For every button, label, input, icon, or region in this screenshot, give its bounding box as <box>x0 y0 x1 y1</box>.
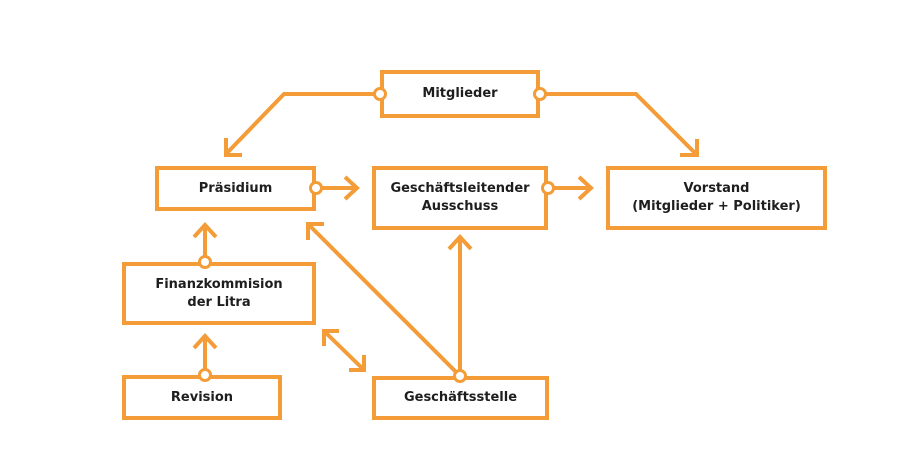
node-gla-label: Geschäftsleitender Ausschuss <box>390 181 530 214</box>
node-finanzkommision: Finanzkommision der Litra <box>122 262 316 325</box>
port-geschaeftsstelle-top <box>453 369 467 383</box>
node-revision: Revision <box>122 375 282 420</box>
port-praesidium-right <box>309 181 323 195</box>
node-mitglieder: Mitglieder <box>380 70 540 118</box>
node-finanzkommision-label: Finanzkommision der Litra <box>155 276 283 310</box>
connector-mitglieder-vorstand <box>540 92 698 156</box>
node-vorstand: Vorstand (Mitglieder + Politiker) <box>606 166 827 230</box>
arrowhead-geschaeftsstelle-diag <box>349 355 366 372</box>
node-mitglieder-label: Mitglieder <box>422 86 498 101</box>
arrowhead-praesidium <box>224 138 242 157</box>
arrowhead-vorstand-left <box>577 175 594 201</box>
node-praesidium: Präsidium <box>155 166 316 211</box>
node-geschaeftsleitender-ausschuss: Geschäftsleitender Ausschuss <box>372 166 548 230</box>
node-vorstand-label: Vorstand (Mitglieder + Politiker) <box>632 181 801 214</box>
port-mitglieder-left <box>373 87 387 101</box>
node-praesidium-label: Präsidium <box>198 180 273 196</box>
arrowhead-finanz-diag <box>322 329 339 346</box>
connector-mitglieder-praesidium <box>224 92 380 156</box>
arrowhead-gla-bottom <box>447 234 473 251</box>
node-geschaeftsstelle: Geschäftsstelle <box>372 376 549 420</box>
port-gla-right <box>541 181 555 195</box>
connector-geschaeftsstelle-finanz <box>322 329 366 372</box>
port-revision-top <box>198 368 212 382</box>
arrowhead-praesidium-bottom <box>192 222 218 239</box>
arrowhead-gla <box>343 175 360 201</box>
connector-geschaeftsstelle-praesidium <box>306 222 462 378</box>
arrowhead-finanz-bottom <box>192 333 218 350</box>
port-finanz-top <box>198 255 212 269</box>
node-geschaeftsstelle-label: Geschäftsstelle <box>403 390 518 405</box>
node-revision-label: Revision <box>170 389 234 405</box>
arrowhead-praesidium-diag <box>306 222 324 240</box>
port-mitglieder-right <box>533 87 547 101</box>
arrowhead-vorstand <box>680 139 699 157</box>
